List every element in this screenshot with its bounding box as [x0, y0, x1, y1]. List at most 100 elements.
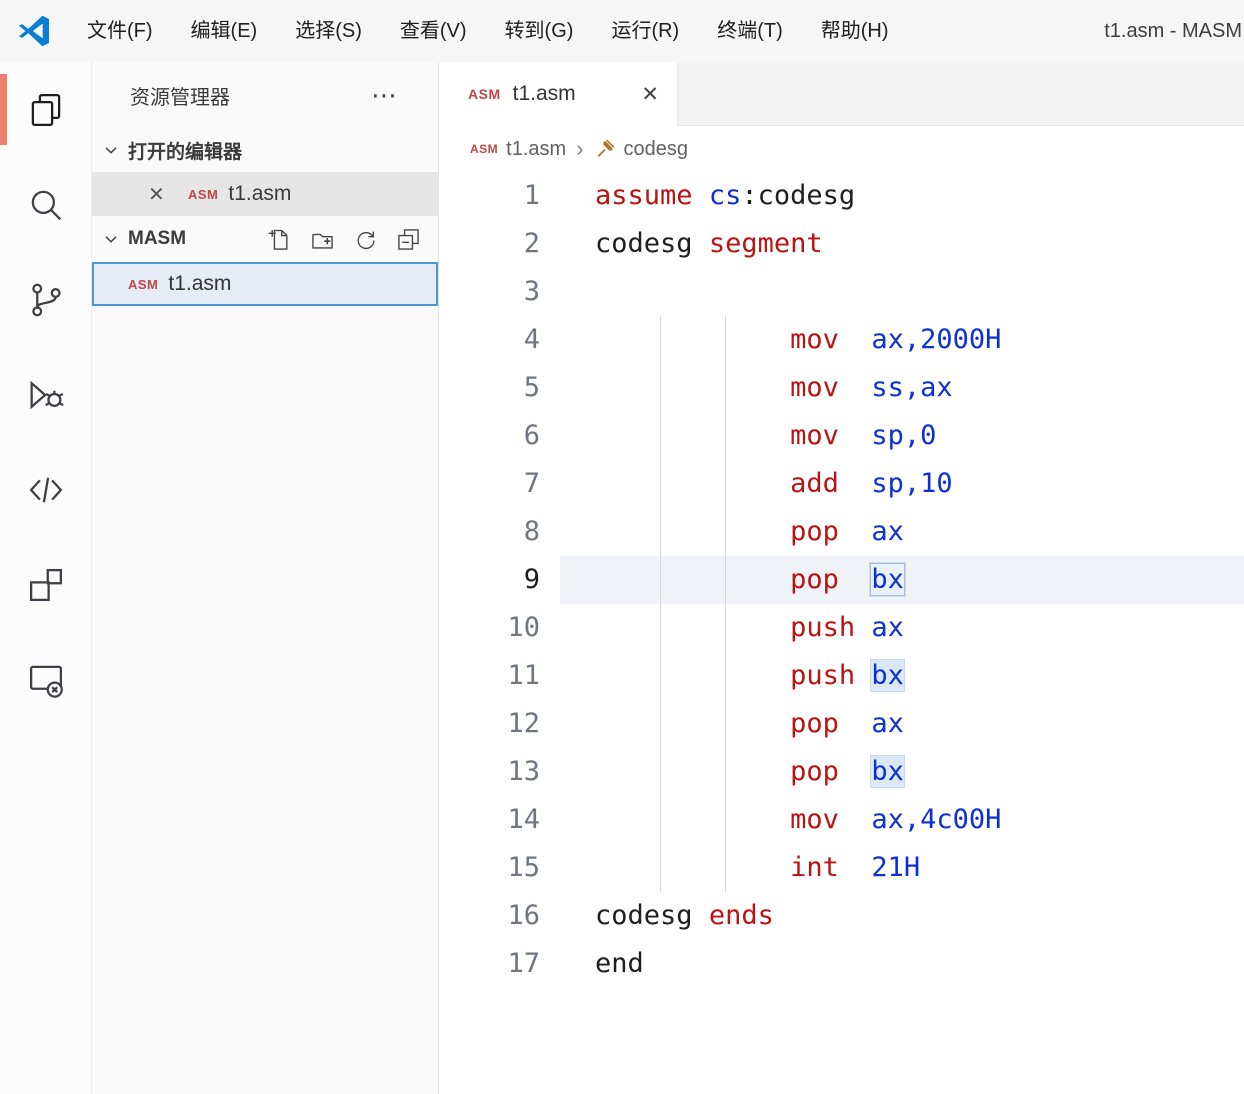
- line-number: 16: [507, 900, 540, 931]
- menu-item-edit[interactable]: 编辑(E): [190, 20, 258, 42]
- refresh-icon[interactable]: [352, 226, 379, 253]
- file-item-t1-asm[interactable]: ASM t1.asm: [92, 262, 438, 306]
- menu-item-go[interactable]: 转到(G): [504, 20, 574, 42]
- search-icon: [31, 190, 61, 220]
- code-line-6[interactable]: 6 mov sp,0: [440, 412, 1244, 460]
- activity-item-code-tools[interactable]: [0, 442, 92, 537]
- activity-item-extensions[interactable]: [0, 537, 92, 632]
- activity-item-source-control[interactable]: [0, 252, 92, 347]
- code-line-8[interactable]: 8 pop ax: [440, 508, 1244, 556]
- code-text[interactable]: end: [595, 948, 644, 979]
- asm-file-badge: ASM: [188, 186, 219, 202]
- breadcrumb-symbol[interactable]: codesg: [623, 137, 689, 160]
- menu-item-help[interactable]: 帮助(H): [820, 20, 889, 42]
- code-line-2[interactable]: 2 codesg segment: [440, 220, 1244, 268]
- line-number: 5: [523, 372, 540, 403]
- chevron-down-icon: [100, 139, 122, 161]
- line-number: 12: [507, 708, 540, 739]
- open-editors-section-header[interactable]: 打开的编辑器: [92, 128, 438, 172]
- code-line-10[interactable]: 10 push ax: [440, 604, 1244, 652]
- line-number: 9: [523, 564, 540, 595]
- line-number: 7: [523, 468, 540, 499]
- run-debug-icon: [30, 380, 64, 409]
- close-icon[interactable]: ✕: [148, 183, 165, 206]
- workspace-section-header[interactable]: MASM: [92, 216, 438, 262]
- code-line-5[interactable]: 5 mov ss,ax: [440, 364, 1244, 412]
- code-text[interactable]: pop ax: [790, 516, 904, 547]
- tab-bar: ASM t1.asm ✕: [440, 62, 1244, 126]
- asm-file-badge: ASM: [128, 276, 159, 292]
- source-control-icon: [31, 283, 61, 316]
- line-number: 8: [523, 516, 540, 547]
- code-text[interactable]: mov ss,ax: [790, 372, 953, 403]
- line-number: 1: [523, 180, 540, 211]
- extensions-icon: [29, 568, 62, 601]
- code-text[interactable]: [560, 268, 1244, 316]
- code-text[interactable]: pop bx: [560, 556, 1244, 604]
- sidebar-explorer: 资源管理器 ⋯ 打开的编辑器 ✕ ASM t1.asm MASM: [92, 62, 439, 1094]
- workspace-label: MASM: [128, 228, 187, 249]
- code-line-3[interactable]: 3: [440, 268, 1244, 316]
- code-text[interactable]: pop bx: [790, 756, 904, 787]
- code-line-14[interactable]: 14 mov ax,4c00H: [440, 796, 1244, 844]
- code-text[interactable]: mov sp,0: [790, 420, 937, 451]
- breadcrumb: ASM t1.asm › codesg: [440, 126, 1244, 172]
- line-number: 15: [507, 852, 540, 883]
- close-icon[interactable]: ✕: [641, 82, 659, 106]
- code-line-15[interactable]: 15 int 21H: [440, 844, 1244, 892]
- line-number: 17: [507, 948, 540, 979]
- code-text[interactable]: codesg ends: [595, 900, 774, 931]
- activity-item-explorer[interactable]: [0, 62, 92, 157]
- line-number: 2: [523, 228, 540, 259]
- activity-item-run-debug[interactable]: [0, 347, 92, 442]
- code-line-7[interactable]: 7 add sp,10: [440, 460, 1244, 508]
- menu-item-terminal[interactable]: 终端(T): [717, 20, 783, 42]
- menu-item-run[interactable]: 运行(R): [611, 20, 680, 42]
- sidebar-title: 资源管理器: [130, 86, 230, 109]
- code-text[interactable]: mov ax,4c00H: [790, 804, 1002, 835]
- line-number: 14: [507, 804, 540, 835]
- code-text[interactable]: codesg segment: [595, 228, 823, 259]
- menu-item-file[interactable]: 文件(F): [87, 20, 153, 42]
- open-editor-filename: t1.asm: [228, 182, 292, 205]
- indent-guide: [725, 316, 726, 892]
- code-text[interactable]: pop ax: [790, 708, 904, 739]
- code-text[interactable]: add sp,10: [790, 468, 953, 499]
- line-number: 4: [523, 324, 540, 355]
- code-text[interactable]: push bx: [790, 660, 904, 691]
- code-line-11[interactable]: 11 push bx: [440, 652, 1244, 700]
- activity-item-remote-explorer[interactable]: [0, 632, 92, 727]
- code-line-12[interactable]: 12 pop ax: [440, 700, 1244, 748]
- asm-file-badge: ASM: [470, 142, 499, 156]
- code-icon: [29, 477, 62, 502]
- collapse-all-icon[interactable]: [395, 226, 422, 253]
- code-text[interactable]: mov ax,2000H: [790, 324, 1002, 355]
- code-text[interactable]: push ax: [790, 612, 904, 643]
- code-line-9[interactable]: 9 pop bx: [440, 556, 1244, 604]
- menu-item-view[interactable]: 查看(V): [399, 20, 467, 42]
- code-line-4[interactable]: 4 mov ax,2000H: [440, 316, 1244, 364]
- chevron-down-icon: [100, 228, 122, 250]
- new-file-icon[interactable]: [266, 226, 293, 253]
- line-number: 13: [507, 756, 540, 787]
- symbol-segment-icon: [594, 138, 616, 160]
- code-text[interactable]: assume cs:codesg: [595, 180, 856, 211]
- code-line-16[interactable]: 16 codesg ends: [440, 892, 1244, 940]
- code-line-1[interactable]: 1 assume cs:codesg: [440, 172, 1244, 220]
- activity-bar: [0, 62, 92, 1094]
- menu-item-selection[interactable]: 选择(S): [295, 20, 362, 42]
- asm-file-badge: ASM: [468, 86, 501, 102]
- new-folder-icon[interactable]: [309, 226, 336, 253]
- menu-bar: 文件(F) 编辑(E) 选择(S) 查看(V) 转到(G) 运行(R) 终端(T…: [68, 0, 908, 62]
- more-actions-icon[interactable]: ⋯: [371, 79, 398, 110]
- code-line-13[interactable]: 13 pop bx: [440, 748, 1244, 796]
- code-text[interactable]: int 21H: [790, 852, 921, 883]
- activity-item-search[interactable]: [0, 157, 92, 252]
- open-editor-item[interactable]: ✕ ASM t1.asm: [92, 172, 438, 216]
- tab-t1-asm[interactable]: ASM t1.asm ✕: [440, 62, 678, 126]
- code-line-17[interactable]: 17 end: [440, 940, 1244, 988]
- breadcrumb-file[interactable]: t1.asm: [506, 137, 567, 160]
- line-number: 11: [507, 660, 540, 691]
